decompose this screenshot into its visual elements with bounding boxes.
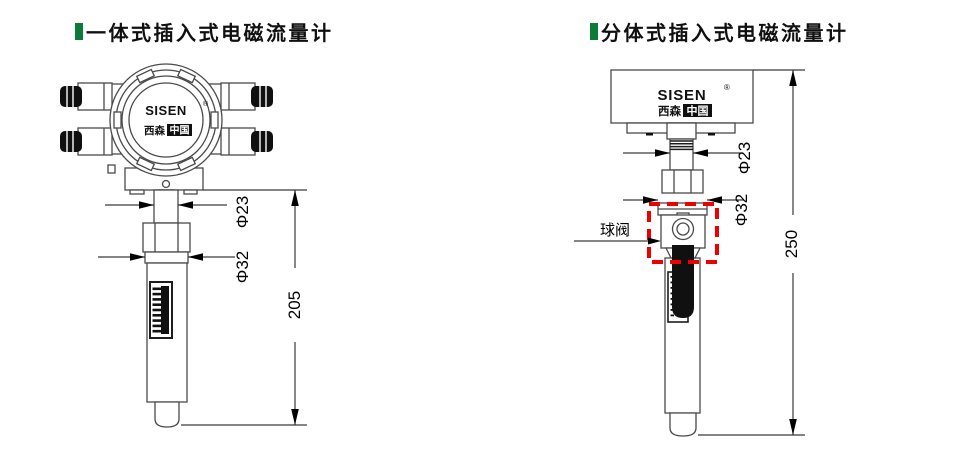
hex-nut — [142, 222, 191, 253]
registered-mark: ® — [203, 100, 209, 108]
probe-tip — [154, 401, 180, 428]
dim-neck-label: Φ23 — [233, 196, 252, 228]
dim-neck-diameter: Φ23 — [105, 196, 252, 228]
dim-insertion-length: 250 — [698, 69, 805, 436]
dim-length-label: 250 — [782, 230, 801, 258]
brand-cn-plain: 西森 — [144, 124, 165, 137]
registered-mark: ® — [724, 83, 730, 92]
right-section-title: 分体式插入式电磁流量计 — [590, 20, 849, 45]
right-title-text: 分体式插入式电磁流量计 — [601, 22, 849, 45]
dim-length-label: 205 — [285, 291, 304, 319]
tube-collar — [144, 251, 189, 264]
neck-stem — [153, 189, 179, 224]
ball-valve — [657, 202, 708, 259]
dim-tube-diameter: Φ32 — [623, 194, 751, 226]
brand-name: SISEN — [657, 87, 706, 104]
brand-cn-boxed: 中国 — [170, 124, 190, 137]
scale-window — [149, 281, 173, 339]
dim-neck-diameter: Φ23 — [623, 142, 754, 174]
brand-cn-plain: 西森 — [658, 104, 681, 118]
brand-logo: SISEN ® 西森 中国 — [144, 100, 209, 137]
head-rim-lugs — [113, 68, 219, 172]
ball-valve-label: 球阀 — [600, 222, 630, 239]
transmitter-head: SISEN ® 西森 中国 — [109, 63, 223, 177]
ball-valve-callout: 球阀 — [574, 222, 661, 245]
brand-name: SISEN — [145, 103, 187, 118]
right-diagram-split-flowmeter: SISEN ® 西森 中国 — [574, 69, 805, 437]
dim-neck-label: Φ23 — [735, 142, 754, 174]
transmitter-head: SISEN ® 西森 中国 — [610, 69, 754, 124]
probe-tip — [669, 412, 697, 437]
dim-insertion-length: 205 — [181, 189, 307, 426]
ball-valve-highlight-box — [647, 202, 719, 264]
insertion-probe-rod — [672, 245, 694, 318]
hex-nut — [661, 169, 704, 194]
left-diagram-integrated-flowmeter: SISEN ® 西森 中国 — [60, 63, 307, 428]
sensor-tube — [664, 245, 701, 437]
left-title-text: 一体式插入式电磁流量计 — [86, 22, 334, 45]
dim-tube-label: Φ32 — [233, 251, 252, 283]
dim-tube-label: Φ32 — [732, 194, 751, 226]
left-section-title: 一体式插入式电磁流量计 — [75, 20, 334, 45]
sensor-tube — [146, 262, 188, 428]
brand-logo: SISEN ® 西森 中国 — [657, 83, 730, 118]
dim-tube-diameter: Φ32 — [98, 251, 252, 283]
threaded-neck — [669, 138, 694, 171]
brand-cn-boxed: 中国 — [687, 104, 709, 118]
mounting-flange — [626, 122, 736, 140]
green-bullet-icon — [590, 22, 598, 40]
green-bullet-icon — [75, 22, 83, 40]
